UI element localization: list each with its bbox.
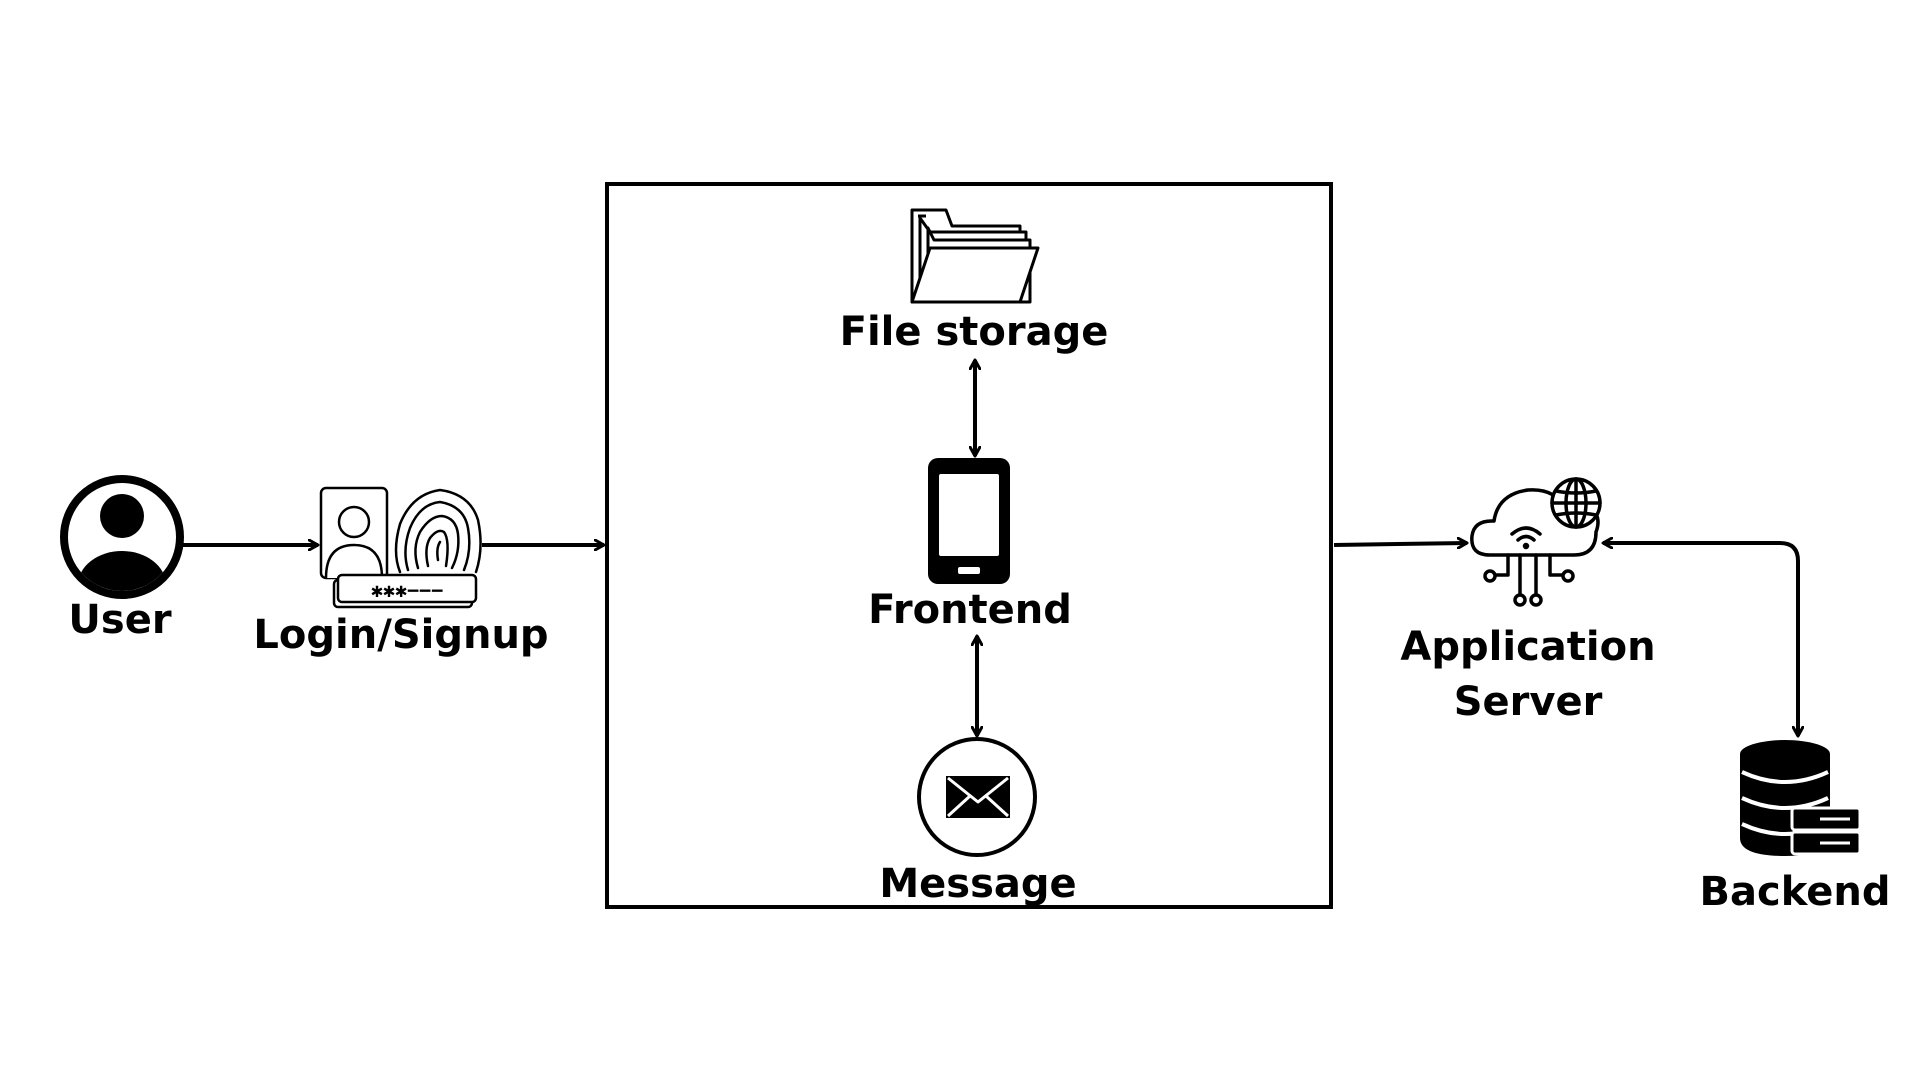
- app-server-label-line1: Application: [1400, 624, 1655, 670]
- backend-label: Backend: [1700, 869, 1891, 915]
- frontend-label: Frontend: [868, 587, 1072, 633]
- envelope-icon: [917, 737, 1037, 857]
- user-label: User: [68, 597, 171, 643]
- smartphone-icon: [928, 458, 1010, 584]
- frontend-container-box: [605, 182, 1333, 909]
- arrow-frontend-box-to-app-server: [1333, 543, 1467, 545]
- login-icon: ✱✱✱−−−: [319, 486, 482, 609]
- login-password-text: ✱✱✱−−−: [371, 578, 443, 602]
- app-server-label-line2: Server: [1454, 679, 1603, 725]
- cloud-server-icon: [1470, 477, 1602, 607]
- message-label: Message: [879, 861, 1076, 907]
- database-icon: [1740, 740, 1862, 856]
- file-storage-label: File storage: [840, 309, 1109, 355]
- login-signup-label: Login/Signup: [253, 612, 548, 658]
- folder-icon: [910, 208, 1040, 304]
- arrow-app-server-backend: [1603, 543, 1798, 736]
- user-icon: [60, 475, 184, 599]
